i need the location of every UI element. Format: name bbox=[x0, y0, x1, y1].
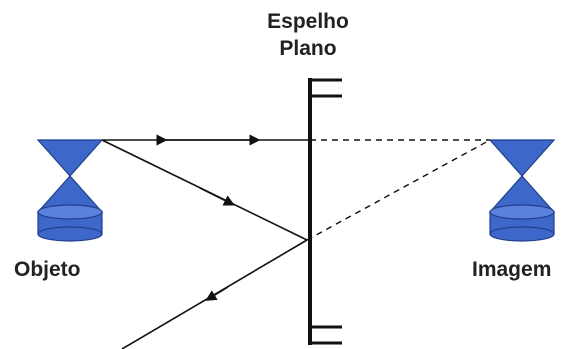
incident-arrow bbox=[200, 188, 230, 203]
object-figure bbox=[38, 140, 102, 241]
image-base-top bbox=[490, 205, 554, 219]
object-top-cone bbox=[38, 140, 102, 176]
incident-ray bbox=[102, 140, 307, 240]
object-base-bottom bbox=[38, 227, 102, 241]
reflected-arrow bbox=[210, 287, 228, 298]
object-base-top bbox=[38, 205, 102, 219]
virtual-reflected-ray bbox=[307, 140, 490, 240]
reflected-ray bbox=[122, 140, 490, 349]
image-base-bottom bbox=[490, 227, 554, 241]
image-figure bbox=[490, 140, 554, 241]
plane-mirror bbox=[310, 78, 342, 345]
image-top-cone bbox=[490, 140, 554, 176]
